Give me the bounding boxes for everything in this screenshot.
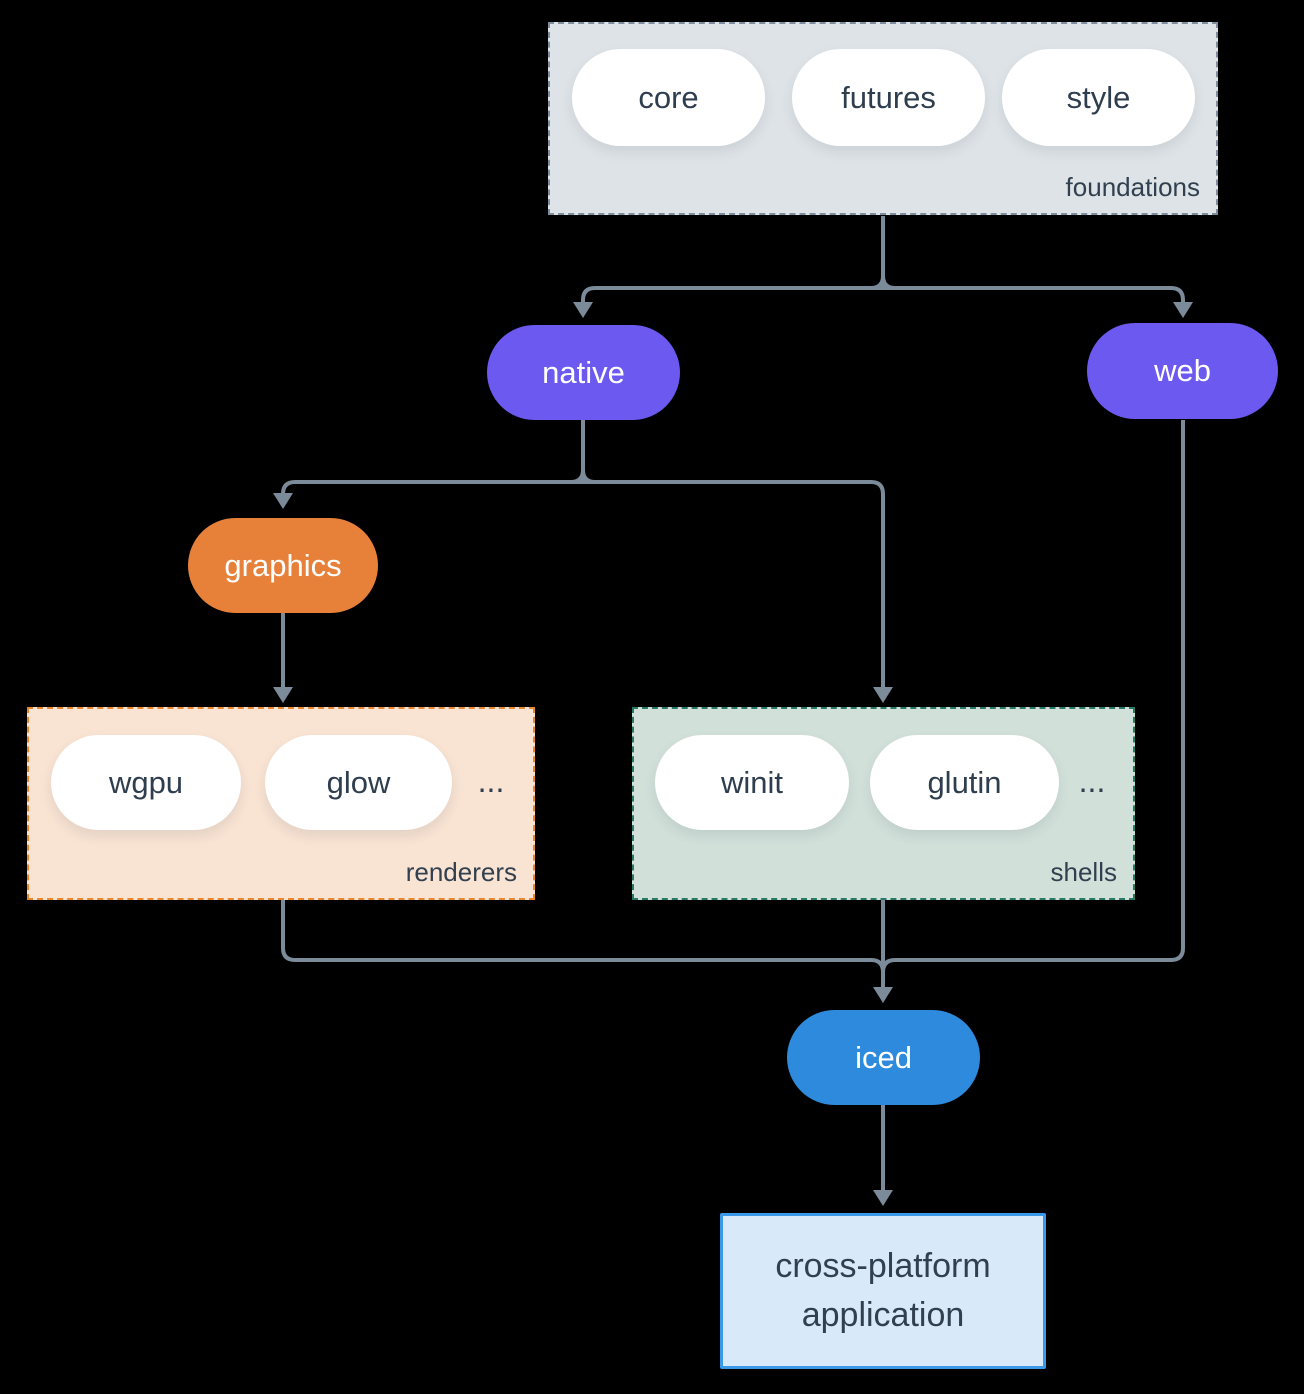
- node-futures: futures: [792, 49, 985, 146]
- renderers-label: renderers: [405, 857, 517, 887]
- arrow-split-native-web: [581, 286, 1185, 303]
- arrowhead-application: [873, 1190, 893, 1206]
- shells-label: shells: [1050, 857, 1117, 887]
- node-glow: glow: [265, 735, 452, 830]
- node-glow-label: glow: [326, 764, 391, 800]
- arrowhead-renderers: [273, 687, 293, 703]
- node-winit: winit: [655, 735, 849, 830]
- node-graphics-label: graphics: [224, 547, 342, 583]
- node-native: native: [487, 325, 680, 420]
- renderers-ellipsis: ...: [477, 763, 505, 799]
- node-wgpu-label: wgpu: [108, 764, 184, 800]
- node-graphics: graphics: [188, 518, 378, 613]
- node-core: core: [572, 49, 765, 146]
- arrowhead-iced: [873, 987, 893, 1003]
- renderers-group: wgpu glow ... renderers: [27, 707, 535, 900]
- node-wgpu: wgpu: [51, 735, 241, 830]
- arrowhead-graphics: [273, 493, 293, 509]
- node-core-label: core: [638, 79, 699, 115]
- node-cross-platform-application: cross-platform application: [720, 1213, 1046, 1369]
- node-native-label: native: [542, 354, 625, 390]
- shells-group: winit glutin ... shells: [632, 707, 1135, 900]
- node-web: web: [1087, 323, 1278, 419]
- node-style-label: style: [1066, 79, 1131, 115]
- node-glutin-label: glutin: [927, 764, 1002, 800]
- foundations-label: foundations: [1065, 172, 1200, 202]
- fillet: [881, 958, 896, 973]
- node-iced-label: iced: [855, 1039, 912, 1075]
- arrow-split-graphics-shells: [281, 480, 885, 687]
- arrowhead-native: [573, 302, 593, 318]
- node-glutin: glutin: [870, 735, 1059, 830]
- node-style: style: [1002, 49, 1195, 146]
- arrowhead-shells: [873, 687, 893, 703]
- arrow-web-merge: [895, 420, 1185, 962]
- arrow-renderers-merge: [281, 900, 871, 962]
- shells-ellipsis: ...: [1078, 763, 1106, 799]
- node-web-label: web: [1154, 353, 1211, 388]
- arrowhead-web: [1173, 302, 1193, 318]
- node-iced: iced: [787, 1010, 980, 1105]
- node-futures-label: futures: [841, 79, 936, 115]
- node-winit-label: winit: [720, 764, 783, 800]
- foundations-group: core futures style foundations: [548, 22, 1218, 215]
- application-label: cross-platform application: [775, 1246, 991, 1334]
